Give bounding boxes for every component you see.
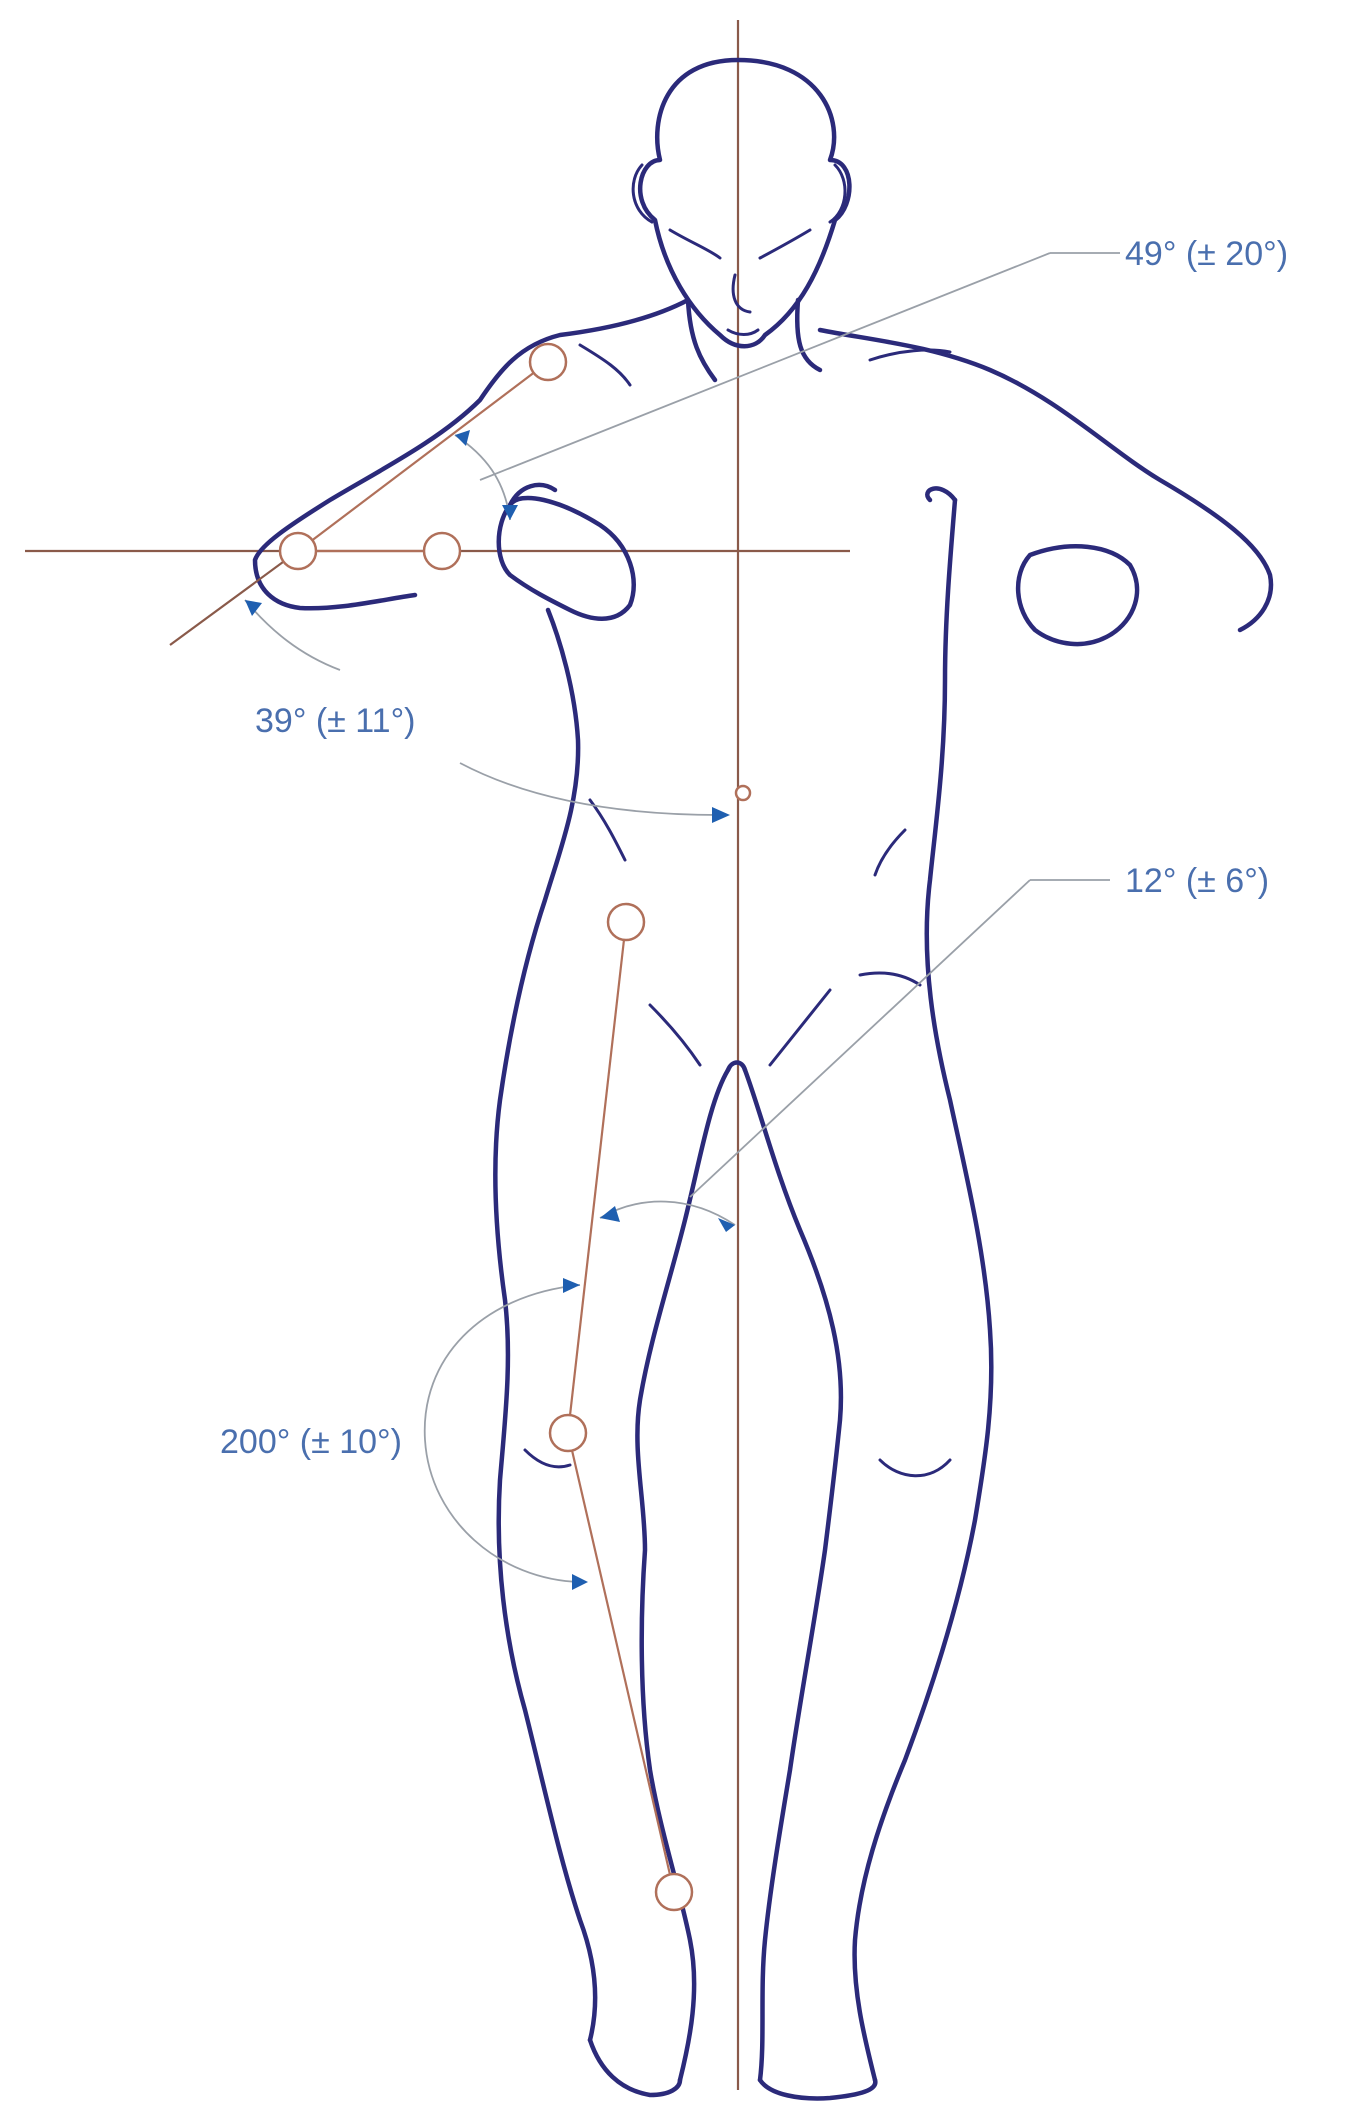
right-foot: [760, 2080, 875, 2098]
navel-arrow: [712, 807, 730, 823]
left-knee-crease: [525, 1450, 570, 1467]
hip-angle-label: 12° (± 6°): [1125, 862, 1269, 900]
elbow-arrow: [245, 600, 262, 616]
right-leg-inner: [745, 1070, 841, 2080]
knee-angle-label: 200° (± 10°): [220, 1423, 402, 1461]
torso-right-side: [855, 500, 992, 2080]
knee-arrow-bottom: [572, 1574, 588, 1590]
right-elbow: [927, 488, 955, 500]
right-brow: [760, 230, 810, 258]
navel-marker: [736, 786, 750, 800]
body-figure: [255, 60, 1271, 2098]
right-hip-crease: [860, 973, 920, 985]
left-shoulder-outline: [255, 300, 688, 608]
head-outline: [640, 60, 849, 346]
elbow-leader: [460, 763, 720, 815]
wrist-joint: [424, 533, 460, 569]
upper-arm-segment: [298, 362, 548, 551]
elbow-angle-label: 39° (± 11°): [255, 702, 416, 740]
mouth: [728, 330, 758, 335]
left-brow: [670, 230, 720, 258]
hip-joint: [608, 904, 644, 940]
right-torso-crease: [875, 830, 905, 875]
nose: [733, 275, 750, 312]
hip-angle-arc: [600, 1202, 735, 1225]
shank-segment: [568, 1433, 674, 1892]
right-shoulder-outline: [820, 330, 1271, 630]
hip-leader: [690, 880, 1030, 1197]
hip-arrow-left: [600, 1206, 620, 1222]
thigh-segment: [568, 922, 626, 1433]
right-groin: [770, 990, 830, 1065]
left-hand: [499, 498, 634, 619]
shoulder-angle-label: 49° (± 20°): [1125, 235, 1288, 273]
right-collar: [870, 350, 950, 360]
left-leg-inner: [637, 1070, 728, 2080]
right-hand: [1018, 546, 1137, 644]
left-neck: [688, 300, 715, 380]
shoulder-angle-arc: [455, 435, 510, 520]
ankle-joint: [656, 1874, 692, 1910]
knee-joint: [550, 1415, 586, 1451]
knee-arrow-top: [563, 1278, 580, 1293]
elbow-joint: [280, 533, 316, 569]
elbow-angle-arc: [245, 600, 340, 670]
left-groin: [650, 1005, 700, 1065]
shoulder-joint: [530, 344, 566, 380]
left-foot: [590, 2040, 680, 2095]
left-collar: [580, 345, 630, 385]
right-knee-crease: [880, 1460, 950, 1476]
forearm-extension: [170, 551, 298, 645]
right-neck: [797, 300, 820, 370]
crotch: [728, 1063, 745, 1071]
